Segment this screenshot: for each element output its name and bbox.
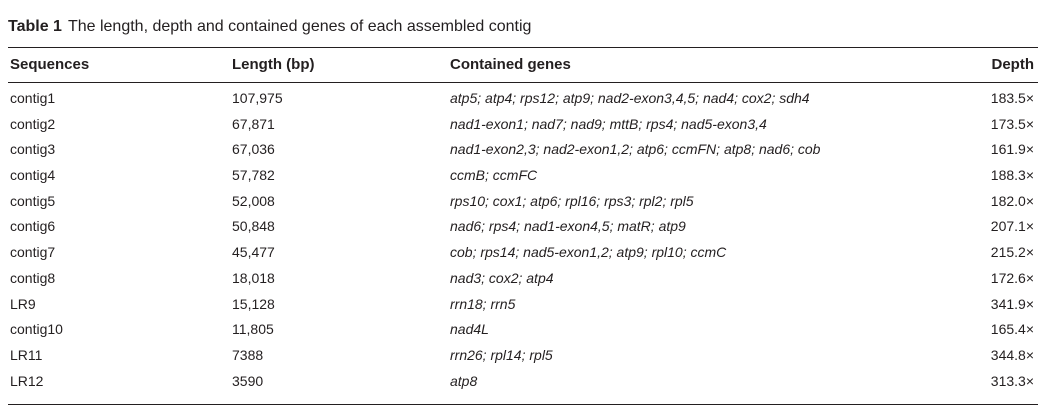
table-caption: Table 1 The length, depth and contained g… <box>8 17 531 37</box>
table-caption-text: The length, depth and contained genes of… <box>67 18 532 35</box>
header-sequences: Sequences <box>10 56 90 73</box>
cell-contained-genes: nad4L <box>450 321 489 338</box>
table-bottom-rule <box>8 404 1038 405</box>
cell-length: 107,975 <box>232 90 283 106</box>
cell-sequence: contig8 <box>10 269 56 286</box>
cell-length: 67,036 <box>232 141 275 158</box>
table-row: contig7 45,477 cob; rps14; nad5-exon1,2; a… <box>8 240 1038 266</box>
header-length: Length (bp) <box>232 56 315 73</box>
table-row: LR11 7388 rrn26; rpl14; rpl5 344.8× <box>8 343 1038 369</box>
table-row: LR12 3590 atp8 313.3× <box>8 369 1038 395</box>
cell-sequence: contig2 <box>10 115 56 132</box>
cell-depth: 215.2× <box>990 244 1034 261</box>
table-row: contig10 11,805 nad4L 165.4× <box>8 317 1038 343</box>
cell-sequence: contig4 <box>10 167 56 184</box>
cell-depth: 344.8× <box>990 346 1034 363</box>
cell-contained-genes: nad6; rps4; nad1-exon4,5; matR; atp9 <box>450 218 686 235</box>
cell-contained-genes: nad3; cox2; atp4 <box>450 269 554 286</box>
cell-sequence: contig5 <box>10 192 56 209</box>
cell-contained-genes: atp8 <box>450 372 478 389</box>
cell-depth: 313.3× <box>990 372 1034 389</box>
table-body: contig1 107,975 atp5; atp4; rps12; atp9; n… <box>8 86 1038 394</box>
cell-depth: 188.3× <box>990 167 1034 184</box>
cell-contained-genes: cob; rps14; nad5-exon1,2; atp9; rpl10; c… <box>450 244 727 261</box>
cell-sequence: contig7 <box>10 244 56 261</box>
table-row: contig6 50,848 nad6; rps4; nad1-exon4,5; m… <box>8 214 1038 240</box>
table-row: contig2 67,871 nad1-exon1; nad7; nad9; mtt… <box>8 112 1038 138</box>
table-row: contig3 67,036 nad1-exon2,3; nad2-exon1,2;… <box>8 137 1038 163</box>
cell-length: 7388 <box>232 346 264 363</box>
cell-depth: 165.4× <box>990 321 1034 338</box>
cell-length: 15,128 <box>232 295 275 312</box>
cell-contained-genes: rps10; cox1; atp6; rpl16; rps3; rpl2; rp… <box>450 192 694 209</box>
cell-length: 3590 <box>232 372 264 389</box>
cell-sequence: contig10 <box>10 321 63 338</box>
cell-contained-genes: ccmB; ccmFC <box>450 167 538 184</box>
cell-length: 52,008 <box>232 192 275 209</box>
table-header-rule <box>8 82 1038 83</box>
table-header-row: Sequences Length (bp) Contained genes De… <box>8 55 1038 75</box>
cell-depth: 341.9× <box>990 295 1034 312</box>
cell-contained-genes: nad1-exon2,3; nad2-exon1,2; atp6; ccmFN;… <box>450 141 821 158</box>
cell-contained-genes: nad1-exon1; nad7; nad9; mttB; rps4; nad5… <box>450 115 767 132</box>
cell-length: 11,805 <box>232 321 274 338</box>
cell-sequence: contig6 <box>10 218 56 235</box>
table-top-rule <box>8 47 1038 48</box>
cell-contained-genes: rrn18; rrn5 <box>450 295 516 312</box>
header-depth: Depth <box>991 56 1035 73</box>
cell-length: 67,871 <box>232 115 275 132</box>
cell-length: 50,848 <box>232 218 275 235</box>
table-row: contig5 52,008 rps10; cox1; atp6; rpl16; r… <box>8 189 1038 215</box>
cell-sequence: LR11 <box>10 346 43 363</box>
cell-depth: 182.0× <box>990 192 1034 209</box>
cell-depth: 161.9× <box>990 141 1034 158</box>
header-contained-genes: Contained genes <box>450 56 571 73</box>
table-row: contig1 107,975 atp5; atp4; rps12; atp9; n… <box>8 86 1038 112</box>
table-row: contig4 57,782 ccmB; ccmFC 188.3× <box>8 163 1038 189</box>
cell-length: 18,018 <box>232 269 275 286</box>
cell-sequence: LR12 <box>10 372 44 389</box>
cell-length: 57,782 <box>232 167 275 184</box>
cell-sequence: contig1 <box>10 90 56 106</box>
cell-length: 45,477 <box>232 244 275 261</box>
cell-contained-genes: atp5; atp4; rps12; atp9; nad2-exon3,4,5;… <box>450 90 810 106</box>
cell-depth: 183.5× <box>990 90 1034 106</box>
cell-depth: 207.1× <box>990 218 1034 235</box>
cell-sequence: LR9 <box>10 295 36 312</box>
cell-sequence: contig3 <box>10 141 56 158</box>
cell-contained-genes: rrn26; rpl14; rpl5 <box>450 346 553 363</box>
table-row: contig8 18,018 nad3; cox2; atp4 172.6× <box>8 266 1038 292</box>
table-row: LR9 15,128 rrn18; rrn5 341.9× <box>8 292 1038 318</box>
cell-depth: 172.6× <box>990 269 1034 286</box>
cell-depth: 173.5× <box>990 115 1034 132</box>
table-caption-label: Table 1 <box>8 18 62 35</box>
